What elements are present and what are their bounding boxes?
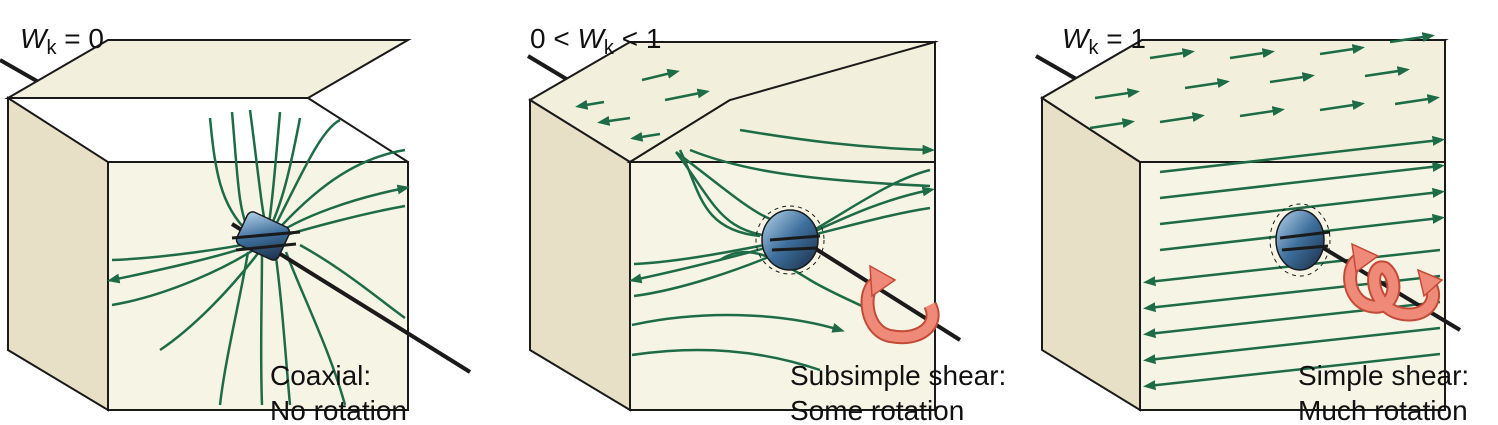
panel-simple: Wk = 1 Simple shear: Much rotation (1035, 23, 1469, 425)
top-face-arrows (575, 68, 710, 142)
flow-line-arrow (597, 115, 631, 126)
block-top-face-front (1040, 39, 1446, 163)
caption-line-1: Coaxial: (270, 360, 371, 391)
vorticity-axis-back (1035, 54, 1079, 82)
flow-line (1159, 187, 1445, 226)
flow-line-arrow (641, 68, 680, 82)
flow-line-arrow (1389, 32, 1435, 44)
vorticity-axis-back (526, 54, 570, 82)
flow-line-arrow (1239, 106, 1285, 118)
particle-marker-icon (231, 211, 301, 261)
flow-line (1143, 326, 1441, 365)
flow-line-arrow (1319, 44, 1365, 56)
panel-coaxial: Wk = 0 Coaxial: No rotation (0, 23, 472, 425)
flow-line (266, 118, 341, 241)
wk-label: Wk = 1 (1062, 23, 1146, 59)
wk-label: Wk = 0 (20, 23, 104, 59)
particle-marker-icon (1269, 203, 1331, 277)
flow-line (689, 148, 931, 188)
flow-line-arrow (1229, 48, 1275, 60)
caption-line-1: Simple shear: (1298, 360, 1469, 391)
caption-line-2: Some rotation (790, 395, 964, 425)
flow-line (1159, 161, 1445, 200)
flow-lines (1143, 135, 1445, 391)
flow-line-arrow (664, 88, 710, 102)
flow-line (719, 250, 871, 312)
flow-line-arrow (1394, 94, 1440, 106)
flow-line-arrow (1149, 48, 1195, 60)
flow-line-arrow (1094, 88, 1140, 100)
flow-line-arrow (1319, 100, 1365, 112)
flow-line-arrow (1364, 66, 1410, 78)
flow-line (678, 149, 761, 238)
top-face-arrows (1089, 32, 1440, 130)
flow-line (1159, 135, 1445, 174)
caption-line-1: Subsimple shear: (790, 360, 1006, 391)
flow-line-arrow (630, 131, 661, 142)
flow-line-arrow (1269, 72, 1315, 84)
flow-line (218, 251, 250, 406)
flow-line-arrow (1089, 118, 1135, 130)
flow-line (631, 348, 821, 372)
particle-marker-icon (755, 205, 825, 275)
rotation-arrow-icon (860, 264, 940, 345)
flow-line-arrow (575, 99, 605, 110)
flow-line (273, 249, 292, 406)
caption-line-2: Much rotation (1298, 395, 1468, 425)
block-top-face (4, 39, 412, 99)
flow-line (259, 249, 264, 406)
flow-line-arrow (1159, 112, 1205, 124)
flow-line (631, 313, 845, 333)
flow-line (739, 128, 935, 155)
wk-label: 0 < Wk < 1 (530, 23, 661, 59)
rotation-arrow-icon (1343, 242, 1444, 322)
flow-line (284, 251, 347, 406)
panel-subsimple: 0 < Wk < 1 Subsimple shear: Some rotatio… (526, 23, 1006, 425)
caption-line-2: No rotation (270, 395, 407, 425)
flow-line (1143, 352, 1441, 391)
flow-line (159, 239, 270, 352)
flow-line-arrow (1184, 78, 1230, 90)
flow-line (799, 168, 931, 240)
block-side-face (7, 96, 109, 412)
vorticity-axis-back (0, 58, 43, 86)
flow-line (208, 117, 249, 233)
flow-line (299, 243, 406, 320)
block-hidden-edge (307, 97, 409, 163)
